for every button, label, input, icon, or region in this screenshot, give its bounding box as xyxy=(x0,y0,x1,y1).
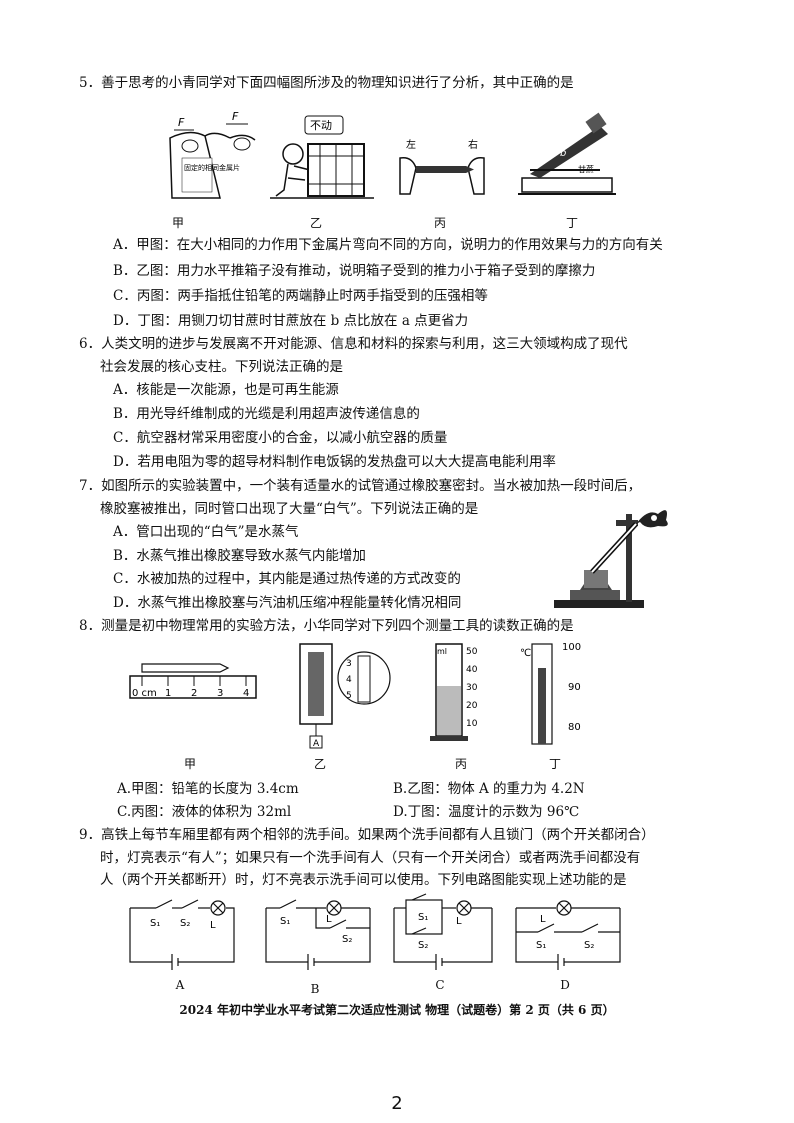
q5-option-b: B．乙图：用力水平推箱子没有推动，说明箱子受到的推力小于箱子受到的摩擦力 xyxy=(113,263,596,279)
left-label: 左 xyxy=(406,138,416,151)
page-footer: 2024 年初中学业水平考试第二次适应性测试 物理（试题卷）第 2 页（共 6 … xyxy=(179,1003,615,1017)
force-label-2: F xyxy=(232,110,239,123)
q7-option-b: B．水蒸气推出橡胶塞导致水蒸气内能增加 xyxy=(113,548,366,564)
cylinder-unit: ml xyxy=(437,647,447,656)
q8-label-ding: 丁 xyxy=(548,757,561,771)
thermo-tick-80: 80 xyxy=(568,722,581,733)
circuit-d xyxy=(515,900,621,970)
q5-option-a: A．甲图：在大小相同的力作用下金属片弯向不同的方向，说明力的作用效果与力的方向有… xyxy=(113,237,663,253)
q7-option-d: D．水蒸气推出橡胶塞与汽油机压缩冲程能量转化情况相同 xyxy=(113,595,462,611)
q6-stem-2: 社会发展的核心支柱。下列说法正确的是 xyxy=(100,359,343,375)
q8-stem: 8．测量是初中物理常用的实验方法，小华同学对下列四个测量工具的读数正确的是 xyxy=(79,618,574,634)
q5-option-c: C．丙图：两手指抵住铅笔的两端静止时两手指受到的压强相等 xyxy=(113,288,488,304)
q8-option-b: B.乙图：物体 A 的重力为 4.2N xyxy=(393,781,585,797)
spring-tick-3: 3 xyxy=(346,659,352,669)
q5-label-ding: 丁 xyxy=(565,216,578,230)
circuit-a xyxy=(129,899,235,970)
circuit-a-s1: S₁ xyxy=(150,918,160,929)
q8-fig-thermometer: ℃ 100 90 80 xyxy=(520,642,581,745)
ruler-tick-1: 1 xyxy=(165,688,171,699)
q6-stem-1: 6．人类文明的进步与发展离不开对能源、信息和材料的探索与利用，这三大领域构成了现… xyxy=(79,336,628,352)
circuit-d-s2: S₂ xyxy=(584,940,594,951)
circuit-c xyxy=(393,893,493,970)
q8-option-d: D.丁图：温度计的示数为 96℃ xyxy=(393,804,580,820)
q6-option-b: B．用光导纤维制成的光缆是利用超声波传递信息的 xyxy=(113,406,420,422)
q5-stem: 5．善于思考的小青同学对下面四幅图所涉及的物理知识进行了分析，其中正确的是 xyxy=(79,75,574,91)
thermo-tick-90: 90 xyxy=(568,682,581,693)
ruler-tick-4: 4 xyxy=(243,688,249,699)
q5-label-bing: 丙 xyxy=(433,216,446,230)
circuit-d-s1: S₁ xyxy=(536,940,546,951)
point-b: b xyxy=(560,148,566,159)
spring-tick-4: 4 xyxy=(346,675,352,685)
q9-circuits: S₁ S₂ L S₁ L S₂ S₁ xyxy=(129,893,621,970)
q6-option-d: D．若用电阻为零的超导材料制作电饭锅的发热盘可以大大提高电能利用率 xyxy=(113,454,556,470)
cylinder-tick-30: 30 xyxy=(466,683,478,693)
q9-stem-2: 时，灯亮表示“有人”；如果只有一个洗手间有人（只有一个开关闭合）或者两洗手间都没… xyxy=(100,850,641,866)
q8-label-bing: 丙 xyxy=(454,757,467,771)
cylinder-tick-10: 10 xyxy=(466,719,478,729)
spring-tick-5: 5 xyxy=(346,691,352,701)
circuit-c-lamp: L xyxy=(456,916,462,927)
q5-figures: F F 固定的相同金属片 不动 左 右 xyxy=(169,110,616,199)
q7-option-c: C．水被加热的过程中，其内能是通过热传递的方式改变的 xyxy=(113,571,461,587)
q8-fig-spring-scale: A 3 4 5 xyxy=(299,643,391,749)
circuit-d-lamp: L xyxy=(540,914,546,925)
circuit-a-lamp: L xyxy=(210,920,216,931)
q8-figures: 0 cm 1 2 3 4 A 3 4 5 ml 50 40 30 20 xyxy=(129,642,581,749)
q9-stem-3: 人（两个开关都断开）时，灯不亮表示洗手间可以使用。下列电路图能实现上述功能的是 xyxy=(100,872,627,888)
q8-fig-ruler: 0 cm 1 2 3 4 xyxy=(129,663,257,699)
metal-label: 固定的相同金属片 xyxy=(184,163,240,172)
q7-option-a: A．管口出现的“白气”是水蒸气 xyxy=(113,524,299,540)
force-label-1: F xyxy=(178,116,185,129)
circuit-b xyxy=(265,899,371,970)
circuit-b-lamp: L xyxy=(326,914,332,925)
q5-label-jia: 甲 xyxy=(171,216,184,230)
circuit-c-s1: S₁ xyxy=(418,912,428,923)
circuit-label-c: C xyxy=(435,978,445,992)
q8-label-yi: 乙 xyxy=(313,757,326,771)
q7-stem-1: 7．如图所示的实验装置中，一个装有适量水的试管通过橡胶塞密封。当水被加热一段时间… xyxy=(79,478,642,494)
thermo-unit: ℃ xyxy=(520,648,531,659)
circuit-b-s2: S₂ xyxy=(342,934,352,945)
circuit-label-d: D xyxy=(560,978,570,992)
q5-fig-jia: F F 固定的相同金属片 xyxy=(169,110,256,199)
cylinder-tick-20: 20 xyxy=(466,701,478,711)
notmove-label: 不动 xyxy=(310,119,332,132)
q7-apparatus xyxy=(554,510,668,608)
cylinder-tick-50: 50 xyxy=(466,647,478,657)
q8-label-jia: 甲 xyxy=(183,757,196,771)
q8-option-a: A.甲图：铅笔的长度为 3.4cm xyxy=(117,781,299,797)
q5-label-yi: 乙 xyxy=(309,216,322,230)
page-number: 2 xyxy=(391,1093,403,1114)
circuit-label-b: B xyxy=(310,982,320,996)
q7-stem-2: 橡胶塞被推出，同时管口出现了大量“白气”。下列说法正确的是 xyxy=(100,501,479,517)
q5-fig-ding: a b 甘蔗 xyxy=(518,112,616,195)
q5-fig-yi: 不动 xyxy=(270,115,374,199)
q8-fig-cylinder: ml 50 40 30 20 10 xyxy=(430,643,478,741)
point-a: a xyxy=(532,160,538,171)
q8-option-c: C.丙图：液体的体积为 32ml xyxy=(117,804,292,820)
q5-fig-bing: 左 右 xyxy=(399,138,485,195)
thermo-tick-100: 100 xyxy=(562,642,581,653)
ruler-tick-2: 2 xyxy=(191,688,197,699)
ruler-tick-3: 3 xyxy=(217,688,223,699)
circuit-label-a: A xyxy=(175,978,185,992)
q5-option-d: D．丁图：用铡刀切甘蔗时甘蔗放在 b 点比放在 a 点更省力 xyxy=(113,313,469,329)
circuit-b-s1: S₁ xyxy=(280,916,290,927)
circuit-a-s2: S₂ xyxy=(180,918,190,929)
spring-block: A xyxy=(313,739,320,749)
cylinder-tick-40: 40 xyxy=(466,665,478,675)
right-label: 右 xyxy=(468,138,478,151)
q6-option-c: C．航空器材常采用密度小的合金，以减小航空器的质量 xyxy=(113,430,448,446)
q9-stem-1: 9．高铁上每节车厢里都有两个相邻的洗手间。如果两个洗手间都有人且锁门（两个开关都… xyxy=(79,827,655,843)
circuit-c-s2: S₂ xyxy=(418,940,428,951)
ruler-tick-0: 0 cm xyxy=(132,688,157,699)
q6-option-a: A．核能是一次能源，也是可再生能源 xyxy=(113,382,339,398)
